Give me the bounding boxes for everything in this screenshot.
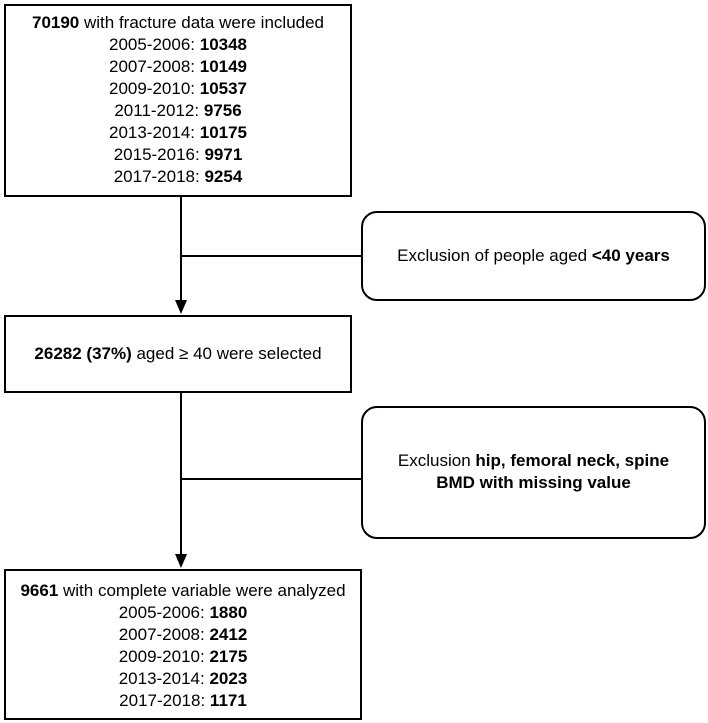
exclusion-age-box: Exclusion of people aged <40 years (361, 211, 706, 301)
analyzed-cohort-header: 9661 with complete variable were analyze… (20, 581, 346, 600)
analyzed-cohort-row: 2005-2006: 1880 (118, 603, 248, 622)
analyzed-cohort-text: 9661 with complete variable were analyze… (6, 580, 360, 712)
arrowhead-to-box2 (175, 300, 187, 314)
initial-cohort-row: 2017-2018: 9254 (113, 167, 243, 186)
analyzed-cohort-row: 2017-2018: 1171 (119, 691, 247, 710)
exclusion-age-text: Exclusion of people aged <40 years (397, 246, 670, 265)
initial-cohort-row: 2005-2006: 10348 (108, 35, 248, 54)
initial-cohort-text: 70190 with fracture data were included 2… (6, 12, 350, 188)
aged-40-box: 26282 (37%) aged ≥ 40 were selected (4, 315, 352, 393)
initial-cohort-row: 2011-2012: 9756 (114, 101, 242, 120)
exclusion-bmd-text: Exclusion hip, femoral neck, spine BMD w… (397, 451, 670, 492)
initial-cohort-row: 2007-2008: 10149 (108, 57, 248, 76)
analyzed-cohort-count: 9661 (20, 581, 59, 600)
analyzed-cohort-row: 2013-2014: 2023 (118, 669, 248, 688)
analyzed-cohort-row: 2007-2008: 2412 (118, 625, 248, 644)
exclusion-bmd-box: Exclusion hip, femoral neck, spine BMD w… (361, 406, 706, 539)
analyzed-cohort-row: 2009-2010: 2175 (118, 647, 248, 666)
initial-cohort-box: 70190 with fracture data were included 2… (4, 4, 352, 197)
initial-cohort-row: 2015-2016: 9971 (113, 145, 243, 164)
aged-40-text: 26282 (37%) aged ≥ 40 were selected (34, 344, 322, 363)
initial-cohort-count: 70190 (31, 13, 80, 32)
initial-cohort-row: 2013-2014: 10175 (108, 123, 248, 142)
arrowhead-to-box3 (175, 554, 187, 568)
analyzed-cohort-box: 9661 with complete variable were analyze… (4, 569, 362, 720)
initial-cohort-row: 2009-2010: 10537 (108, 79, 248, 98)
initial-cohort-header: 70190 with fracture data were included (31, 13, 325, 32)
